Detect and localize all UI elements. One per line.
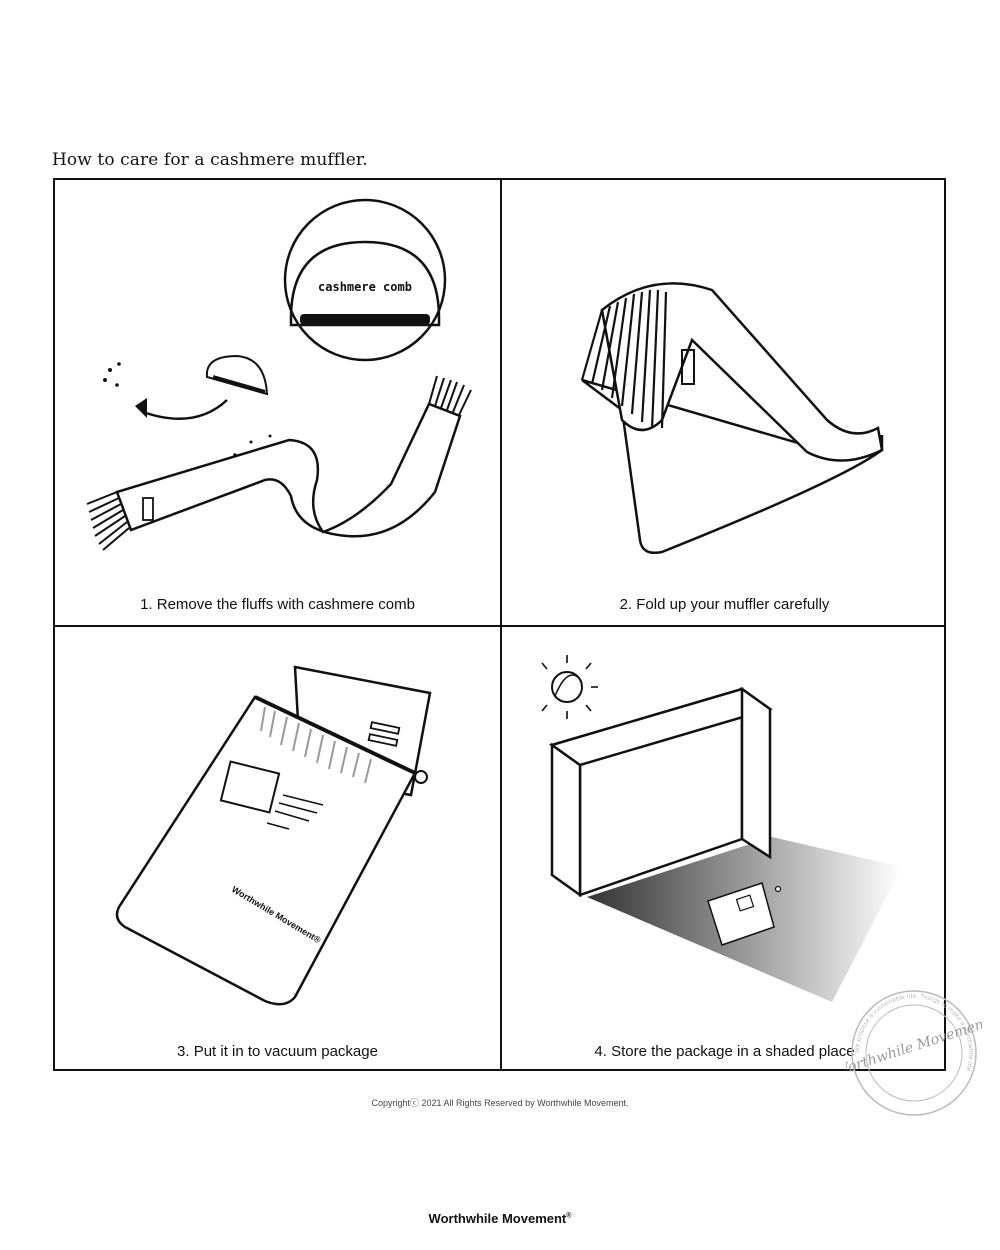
step-2-caption: 2. Fold up your muffler carefully <box>619 596 830 613</box>
scarf-comb-illustration: cashmere comb <box>86 198 472 551</box>
grid-divider-horizontal <box>55 625 944 627</box>
zipper <box>254 695 416 775</box>
arrow-icon <box>142 399 228 420</box>
scarf-body <box>115 402 462 538</box>
registered-mark: ® <box>566 1212 572 1220</box>
bag-label-box <box>219 760 281 814</box>
grid-divider-vertical <box>500 180 502 1069</box>
step-3-panel: Worthwhile Movement® 3. Put it in to vac… <box>55 627 500 1072</box>
step-4-caption: 4. Store the package in a shaded place <box>594 1043 855 1060</box>
vacuum-package-illustration: Worthwhile Movement® <box>115 665 432 1006</box>
scarf-fringe-right <box>428 375 472 416</box>
folded-scarf-fringe <box>580 289 668 429</box>
comb-label: cashmere comb <box>318 280 412 294</box>
step-2-panel: 2. Fold up your muffler carefully <box>502 180 947 625</box>
folded-scarf-top <box>600 282 884 462</box>
footer-brand-logo: Worthwhile Movement® <box>0 1211 1000 1226</box>
small-comb-icon <box>205 354 269 396</box>
folded-scarf-illustration <box>580 282 884 554</box>
footer-brand-name: Worthwhile Movement <box>428 1211 567 1226</box>
vacuum-bag <box>115 695 417 1006</box>
comb-teeth <box>300 314 430 325</box>
bag-fringe <box>260 706 372 784</box>
zipper-ring-icon <box>414 770 428 784</box>
page-title: How to care for a cashmere muffler. <box>52 150 368 170</box>
bag-text-lines <box>266 794 324 830</box>
step-1-caption: 1. Remove the fluffs with cashmere comb <box>140 596 415 613</box>
scarf-tag-icon <box>142 497 154 521</box>
scarf-tag-icon <box>681 349 695 385</box>
scarf-fringe-left <box>86 491 130 551</box>
copyright-text: Copyrightⓒ 2021 All Rights Reserved by W… <box>371 1098 629 1108</box>
step-1-panel: cashmere comb <box>55 180 500 625</box>
step-4-panel: 4. Store the package in a shaded place <box>502 627 947 1072</box>
step-3-caption: 3. Put it in to vacuum package <box>177 1043 378 1060</box>
magnifier-circle <box>283 198 447 362</box>
shaded-storage-illustration <box>541 655 902 1002</box>
brand-stamp: We propose a sustainable life. Things to… <box>846 990 982 1116</box>
care-steps-grid: cashmere comb <box>53 178 946 1071</box>
small-package <box>707 882 775 946</box>
comb-closeup <box>289 240 441 327</box>
sun-icon <box>541 655 598 719</box>
